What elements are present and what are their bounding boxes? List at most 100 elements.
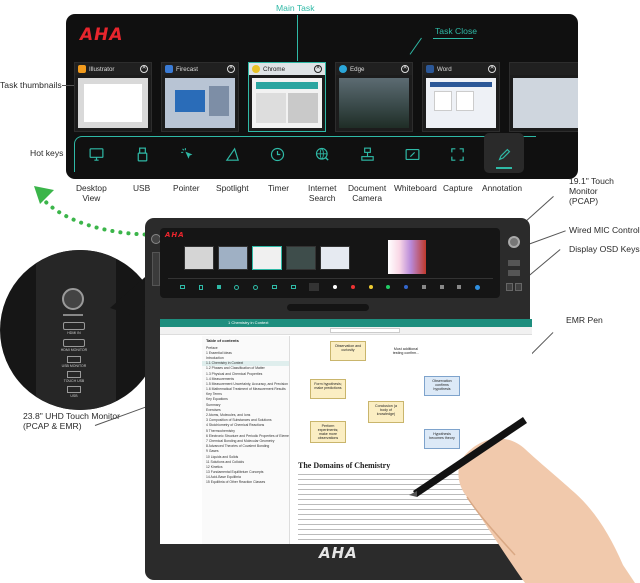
toc-item[interactable]: 1.6 Mathematical Treatment of Measuremen… — [206, 387, 286, 392]
toc-item[interactable]: 1.1 Chemistry in Context — [202, 360, 289, 366]
toc-item[interactable]: 9 Gases — [206, 449, 219, 454]
doc-tab[interactable]: 1 Chemistry in Context — [228, 320, 269, 325]
mini-thumbnail[interactable] — [252, 246, 282, 270]
osd-key[interactable] — [508, 270, 520, 276]
toc-item[interactable]: 11 Solutions and Colloids — [206, 459, 245, 464]
close-icon[interactable]: ✕ — [227, 65, 235, 73]
mini-thumbnail[interactable] — [320, 246, 350, 270]
toc-item[interactable]: 5 Thermochemistry — [206, 428, 235, 433]
search-input[interactable] — [330, 328, 400, 333]
close-icon[interactable]: ✕ — [401, 65, 409, 73]
osd-key[interactable] — [508, 260, 520, 266]
annotation-button-icon[interactable] — [493, 143, 515, 165]
osd-keys-callout: Display OSD Keys — [569, 244, 640, 254]
globe-icon — [315, 147, 329, 161]
toc-item[interactable]: Exercises — [206, 407, 221, 412]
task-close-callout: Task Close — [435, 26, 478, 36]
port-label: HDMI MONITOR — [60, 348, 88, 352]
toc-item[interactable]: 7 Chemical Bonding and Molecular Geometr… — [206, 438, 275, 443]
toc-item[interactable]: Key Equations — [206, 397, 228, 402]
desktop-view-button[interactable] — [85, 143, 107, 165]
toc-item[interactable]: Summary — [206, 402, 221, 407]
close-icon[interactable]: ✕ — [488, 65, 496, 73]
toc-item[interactable]: 1.2 Phases and Classification of Matter — [206, 366, 265, 371]
mic-control[interactable] — [508, 236, 520, 248]
firecast-icon — [165, 65, 173, 73]
diagram-node: Perform experiments; make more observati… — [310, 421, 346, 443]
word-icon — [426, 65, 434, 73]
mini-thumbnail[interactable] — [184, 246, 214, 270]
toc-item[interactable]: 1.3 Physical and Chemical Properties — [206, 371, 263, 376]
toc-item[interactable]: Preface — [206, 345, 218, 350]
osd-key[interactable] — [515, 283, 522, 291]
toc-item[interactable]: 1 Essential Ideas — [206, 350, 232, 355]
port-label: TOUCH USB — [63, 379, 85, 383]
osd-key[interactable] — [506, 283, 513, 291]
hdmi-monitor-port[interactable] — [63, 339, 85, 347]
toc-item[interactable]: 15 Equilibria of Other Reaction Classes — [206, 480, 266, 485]
usb-icon — [137, 147, 147, 161]
task-thumbnail-more[interactable] — [509, 62, 578, 132]
document-camera-button[interactable] — [356, 143, 378, 165]
task-name: Firecast — [176, 65, 199, 73]
task-thumbnail-firecast[interactable]: Firecast ✕ — [161, 62, 239, 132]
task-close-leader — [433, 38, 473, 39]
mini-thumbnail[interactable] — [286, 246, 316, 270]
edge-icon — [339, 65, 347, 73]
color-palette[interactable] — [388, 240, 426, 274]
power-knob[interactable] — [62, 288, 84, 310]
task-thumbnail-chrome[interactable]: Chrome ✕ — [248, 62, 326, 132]
toc-item[interactable]: Key Terms — [206, 392, 222, 397]
port-inset: HDMI IN HDMI MONITOR USB MONITOR TOUCH U… — [0, 250, 160, 410]
annotation-button[interactable] — [484, 133, 524, 173]
spotlight-button[interactable] — [221, 143, 243, 165]
mini-thumbnail[interactable] — [218, 246, 248, 270]
toc-item[interactable]: 1.4 Measurements — [206, 376, 235, 381]
toc-item[interactable]: 1.5 Measurement Uncertainty, Accuracy, a… — [206, 381, 289, 386]
port-label: USB — [70, 394, 78, 398]
task-thumbnail-edge[interactable]: Edge✕ — [335, 62, 413, 132]
spotlight-icon — [225, 146, 239, 161]
toc-title: Table of contents — [206, 338, 239, 343]
usb-button[interactable] — [131, 143, 153, 165]
toc-item[interactable]: 12 Kinetics — [206, 464, 223, 469]
capture-button[interactable] — [446, 143, 468, 165]
divider — [168, 278, 493, 279]
hotkey-label-whiteboard: Whiteboard — [394, 183, 437, 193]
internet-search-button[interactable] — [311, 143, 333, 165]
task-thumbnail-illustrator[interactable]: Illustrator ✕ — [74, 62, 152, 132]
diagram-node: Must additional testing confirm... — [392, 347, 420, 355]
toc-item[interactable]: 4 Stoichiometry of Chemical Reactions — [206, 423, 265, 428]
close-icon[interactable]: ✕ — [140, 65, 148, 73]
usb-monitor-port[interactable] — [67, 356, 81, 363]
toc-item[interactable]: 10 Liquids and Solids — [206, 454, 239, 459]
main-monitor-callout: 23.8" UHD Touch Monitor(PCAP & EMR) — [23, 411, 120, 432]
hotkey-label-annotation: Annotation — [482, 183, 523, 193]
close-icon[interactable]: ✕ — [314, 65, 322, 73]
osd-leader — [527, 249, 561, 277]
toc-item[interactable]: 13 Fundamental Equilibrium Concepts — [206, 470, 264, 475]
task-name: Illustrator — [89, 65, 115, 73]
aha-logo: AHA — [80, 25, 124, 45]
pointer-button[interactable] — [176, 143, 198, 165]
main-task-leader — [297, 15, 298, 61]
hdmi-in-port[interactable] — [63, 322, 85, 330]
timer-button[interactable] — [266, 143, 288, 165]
task-thumbnail-word[interactable]: Word✕ — [422, 62, 500, 132]
emr-pen-hand — [409, 417, 635, 583]
hotkey-label-capture: Capture — [443, 183, 473, 193]
whiteboard-button[interactable] — [401, 143, 423, 165]
toc-item[interactable]: 6 Electronic Structure and Periodic Prop… — [206, 433, 289, 438]
toc-item[interactable]: 2 Atoms, Molecules, and Ions — [206, 413, 251, 418]
task-name: Chrome — [263, 65, 286, 73]
touch-usb-port[interactable] — [67, 371, 81, 378]
flow-diagram: Observation and curiosity Form hypothesi… — [310, 341, 460, 451]
toc-item[interactable]: 8 Advanced Theories of Covalent Bonding — [206, 444, 270, 449]
usb-port[interactable] — [67, 386, 81, 393]
toc-item[interactable]: 14 Acid-Base Equilibria — [206, 475, 241, 480]
toc-item[interactable]: 3 Composition of Substances and Solution… — [206, 418, 272, 423]
capture-icon — [450, 147, 464, 161]
toc-item[interactable]: Introduction — [206, 355, 224, 360]
diagram-node: Observation and curiosity — [330, 341, 366, 361]
